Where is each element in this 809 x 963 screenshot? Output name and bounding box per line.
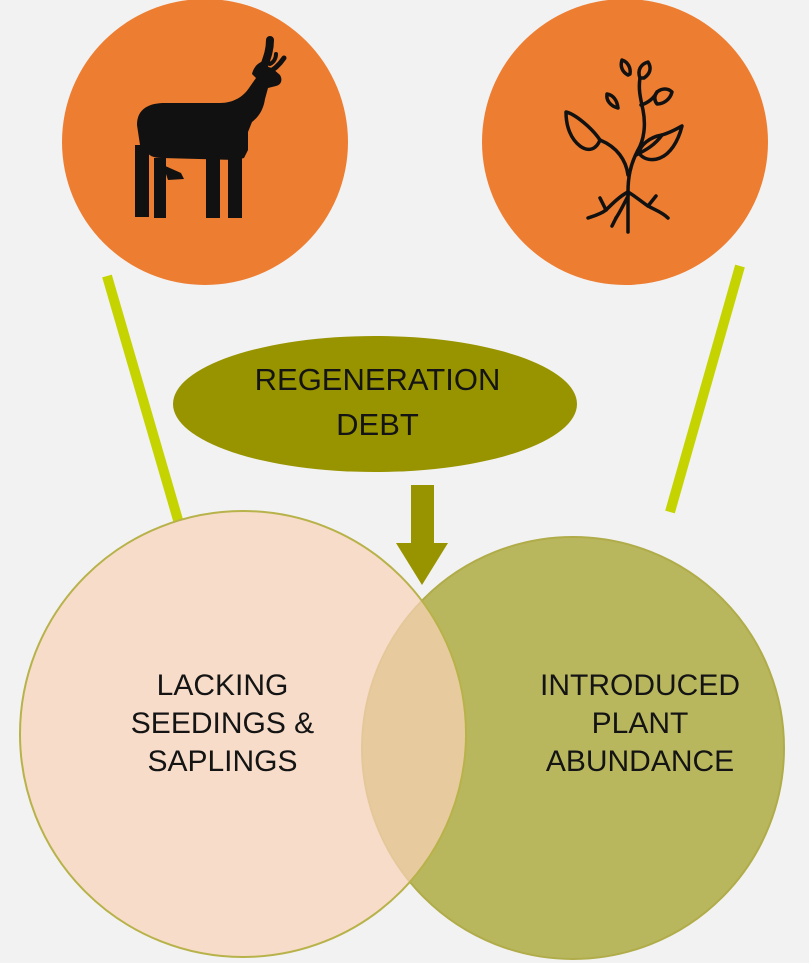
down-arrow [396, 485, 448, 585]
plant-seedling-icon [564, 58, 684, 234]
regeneration-debt-label: REGENERATION DEBT [254, 362, 501, 442]
regeneration-debt-ellipse [173, 336, 577, 472]
introduced-plant-label: INTRODUCED PLANT ABUNDANCE [540, 669, 740, 779]
right-connector-line [665, 264, 745, 514]
right-icon-circle [482, 0, 768, 285]
left-connector-line [102, 274, 183, 522]
left-circle [19, 510, 467, 958]
lacking-seedings-label: LACKING SEEDINGS & SAPLINGS [130, 669, 315, 779]
deer-icon [135, 36, 287, 218]
